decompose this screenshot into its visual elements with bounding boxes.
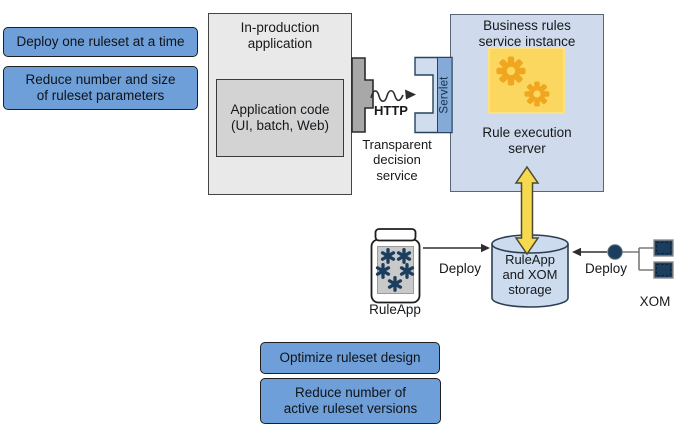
callout-reduce-versions: Reduce number of active ruleset versions — [260, 378, 441, 424]
xom-label: XOM — [639, 294, 671, 309]
rule-asterisk-icons — [375, 248, 415, 292]
callout-reduce-parameters: Reduce number and size of ruleset parame… — [3, 66, 198, 110]
connector-plug-icon — [351, 57, 374, 133]
deploy-left-arrow — [423, 243, 490, 253]
servlet-label: Servlet — [438, 76, 451, 114]
http-label: HTTP — [374, 103, 408, 118]
deploy-right-label: Deploy — [584, 261, 628, 276]
http-arrowhead-icon — [405, 89, 416, 100]
in-production-title: In-production application — [240, 20, 320, 51]
transparent-decision-service-label: Transparent decision service — [362, 137, 432, 183]
application-code-box: Application code (UI, batch, Web) — [216, 79, 344, 157]
http-squiggle-line — [370, 89, 404, 103]
deploy-left-label: Deploy — [438, 261, 482, 276]
deploy-right-arrow — [572, 247, 607, 257]
callout-optimize-design: Optimize ruleset design — [260, 342, 440, 374]
rule-execution-server-label: Rule execution server — [482, 125, 572, 156]
callout-deploy-one-ruleset: Deploy one ruleset at a time — [3, 27, 198, 57]
storage-label: RuleApp and XOM storage — [502, 252, 558, 298]
ruleapp-jar-icon — [370, 228, 421, 304]
ruleapp-label: RuleApp — [369, 302, 421, 317]
business-rules-service-title: Business rules service instance — [478, 18, 576, 49]
